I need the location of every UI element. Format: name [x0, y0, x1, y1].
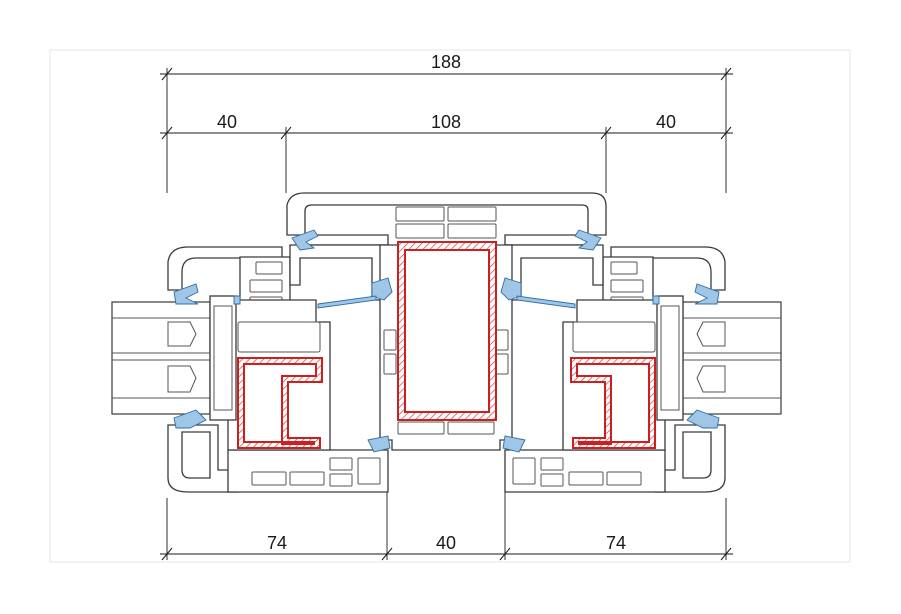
dim-bottom-middle-label: 40: [436, 533, 456, 553]
dim-left-frame-label: 40: [217, 112, 237, 132]
mullion-top-profile: [286, 192, 607, 246]
dimension-lines: [160, 67, 733, 561]
left-frame-profile: [167, 244, 389, 493]
steel-reinforcements: [237, 241, 656, 449]
dim-bottom-right-label: 74: [606, 533, 626, 553]
dim-overall-label: 188: [431, 52, 461, 72]
left-glazing: [111, 295, 237, 421]
gaskets: [173, 229, 720, 453]
central-mullion: [379, 244, 513, 451]
dim-middle-label: 108: [431, 112, 461, 132]
dim-right-frame-label: 40: [656, 112, 676, 132]
drawing-border: [49, 49, 851, 563]
dim-bottom-left-label: 74: [267, 533, 287, 553]
right-frame-profile: [504, 244, 782, 493]
